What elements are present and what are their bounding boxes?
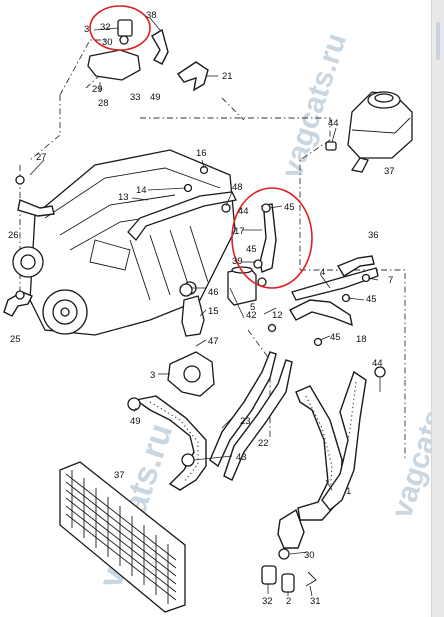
callout-42: 42 xyxy=(246,310,257,321)
callout-21: 21 xyxy=(222,71,233,82)
callout-44: 44 xyxy=(328,118,339,129)
callout-28: 28 xyxy=(98,98,109,109)
highlight-marks xyxy=(89,5,313,289)
callout-48: 48 xyxy=(232,182,243,193)
callout-5: 5 xyxy=(250,302,255,313)
callout-2: 2 xyxy=(286,596,291,607)
callout-30-b: 30 xyxy=(304,550,315,561)
callout-32: 32 xyxy=(100,22,111,33)
callout-17: 17 xyxy=(234,226,245,237)
callout-45: 45 xyxy=(284,202,295,213)
callout-25: 25 xyxy=(10,334,21,345)
callout-49-b: 49 xyxy=(130,416,141,427)
cooling-system-exploded-diagram: vagcats.ru vagcats.ru vagcats.ru xyxy=(3,5,432,613)
leader-lines xyxy=(29,17,381,597)
callout-47: 47 xyxy=(208,336,219,347)
engine-block xyxy=(12,149,236,336)
highlight-circle-hose-17 xyxy=(231,187,313,289)
callout-45-d: 45 xyxy=(330,332,341,343)
callout-7: 7 xyxy=(388,275,393,286)
callout-27: 27 xyxy=(36,152,47,163)
callout-3: 3 xyxy=(84,24,89,35)
callout-44-c: 44 xyxy=(372,358,383,369)
coolant-pipes xyxy=(87,49,379,397)
callout-18: 18 xyxy=(356,334,367,345)
reservoir-39 xyxy=(227,266,257,306)
callout-38-b: 36 xyxy=(368,230,379,241)
callout-14: 14 xyxy=(136,185,147,196)
callout-43: 43 xyxy=(236,452,247,463)
callout-33: 33 xyxy=(130,92,141,103)
callout-22: 22 xyxy=(258,438,269,449)
highlight-circle-sensor xyxy=(89,5,151,51)
callout-1: 1 xyxy=(346,486,351,497)
callout-16: 16 xyxy=(196,148,207,159)
callout-37: 37 xyxy=(384,166,395,177)
callout-32-b: 32 xyxy=(262,596,273,607)
callout-46: 46 xyxy=(208,287,219,298)
callout-45-c: 45 xyxy=(366,294,377,305)
callout-44-b: 44 xyxy=(238,206,249,217)
callout-38: 38 xyxy=(146,10,157,21)
callout-45-b: 45 xyxy=(246,244,257,255)
svg-text:vagcats.ru: vagcats.ru xyxy=(385,369,432,522)
callout-4: 4 xyxy=(320,267,325,278)
callout-13: 13 xyxy=(118,192,129,203)
callout-30: 30 xyxy=(102,37,113,48)
callout-49: 49 xyxy=(150,92,161,103)
callout-31: 31 xyxy=(310,596,321,607)
callout-39: 39 xyxy=(232,256,243,267)
vertical-scrollbar[interactable] xyxy=(431,0,444,617)
callout-15: 15 xyxy=(208,306,219,317)
callout-3-b: 3 xyxy=(150,370,155,381)
callout-labels: 32 30 38 3 29 28 33 49 21 44 37 27 16 14… xyxy=(8,10,395,607)
callout-12: 12 xyxy=(272,310,283,321)
callout-29: 29 xyxy=(92,84,103,95)
scrollbar-thumb[interactable] xyxy=(436,22,440,60)
callout-23: 23 xyxy=(240,416,251,427)
callout-37-b: 37 xyxy=(114,470,125,481)
radiator xyxy=(59,461,186,613)
expansion-tank xyxy=(347,91,413,173)
callout-26: 26 xyxy=(8,230,19,241)
svg-text:vagcats.ru: vagcats.ru xyxy=(275,29,353,182)
